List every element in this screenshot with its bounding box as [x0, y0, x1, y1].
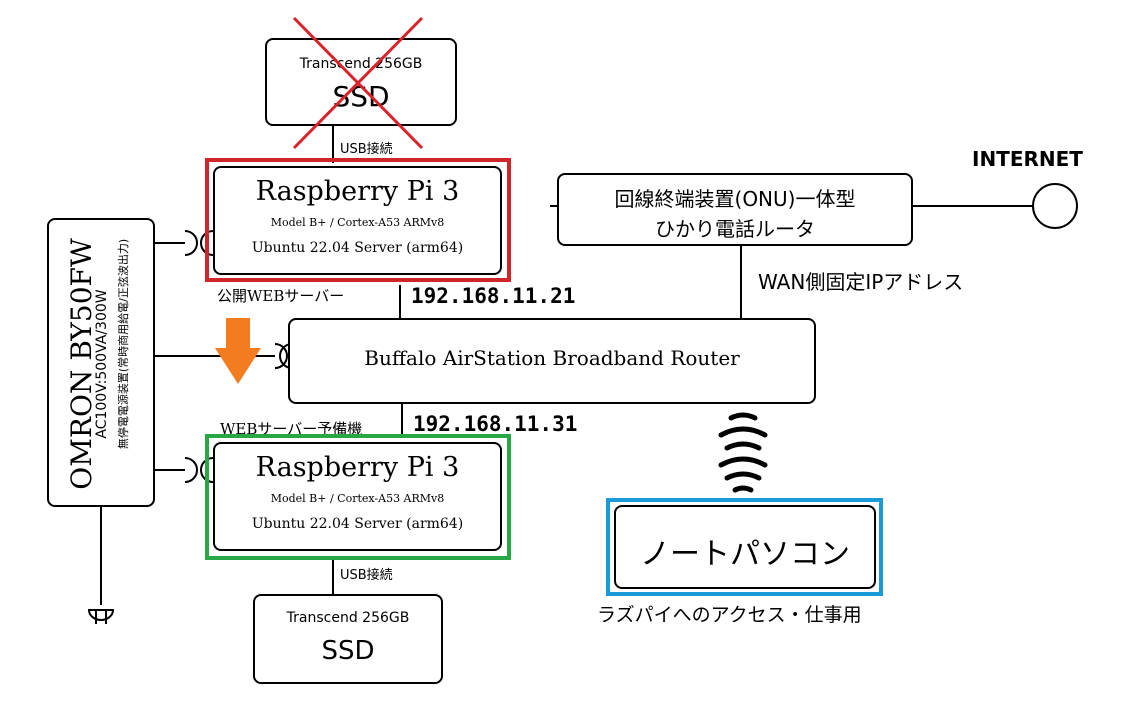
pi-top-highlight-frame: [205, 158, 511, 282]
internet-circle-icon: [1032, 183, 1078, 229]
pi-bottom-role: WEBサーバー予備機: [220, 420, 363, 438]
pi-top-box: Raspberry Pi 3 Model B+ / Cortex-A53 ARM…: [213, 166, 502, 275]
ssd-bottom-label: Transcend 256GB: [286, 610, 410, 626]
power-plug-icon: [87, 609, 115, 624]
pi-bottom-title: Raspberry Pi 3: [255, 452, 460, 483]
laptop-box: ノートパソコン: [614, 505, 876, 589]
ups-box: OMRON BY50FW AC100V:500VA/300W 無停電電源装置(常…: [47, 218, 155, 507]
router-label: Buffalo AirStation Broadband Router: [364, 346, 740, 370]
ssd-top-label: Transcend 256GB: [299, 56, 423, 72]
laptop-title: ノートパソコン: [640, 537, 850, 572]
pi-bottom-os: Ubuntu 22.04 Server (arm64): [251, 516, 464, 532]
onu-line1: 回線終端装置(ONU)一体型: [614, 187, 856, 211]
laptop-caption: ラズパイへのアクセス・仕事用: [597, 604, 862, 626]
cross-out-icon: [292, 16, 424, 150]
arrow-down-icon: [215, 318, 261, 384]
ssd-bottom-box: Transcend 256GB SSD: [253, 594, 443, 684]
pi-top-model: Model B+ / Cortex-A53 ARMv8: [270, 216, 445, 229]
pi-top-ip: 192.168.11.21: [411, 284, 576, 308]
wifi-icon: [718, 412, 768, 493]
onu-line2: ひかり電話ルータ: [655, 217, 815, 241]
pi-top-os: Ubuntu 22.04 Server (arm64): [251, 240, 464, 256]
pi-top-role: 公開WEBサーバー: [217, 287, 345, 305]
pi-bottom-box: Raspberry Pi 3 Model B+ / Cortex-A53 ARM…: [213, 442, 502, 551]
pi-bottom-model: Model B+ / Cortex-A53 ARMv8: [270, 492, 445, 505]
usb-label-top: USB接続: [340, 142, 393, 157]
ups-desc: 無停電電源装置(常時商用給電/正弦波出力): [117, 238, 130, 450]
ssd-bottom-title: SSD: [321, 636, 375, 666]
ups-spec: AC100V:500VA/300W: [94, 289, 110, 439]
usb-label-bottom: USB接続: [340, 568, 393, 583]
laptop-highlight-frame: [606, 498, 883, 596]
internet-label: INTERNET: [972, 147, 1083, 171]
onu-box: 回線終端装置(ONU)一体型 ひかり電話ルータ: [557, 173, 913, 246]
wan-label: WAN側固定IPアドレス: [758, 270, 964, 294]
pi-bottom-ip: 192.168.11.31: [413, 412, 578, 436]
pi-top-title: Raspberry Pi 3: [255, 176, 460, 207]
pi-bottom-highlight-frame: [205, 434, 511, 560]
router-box: Buffalo AirStation Broadband Router: [288, 318, 816, 404]
